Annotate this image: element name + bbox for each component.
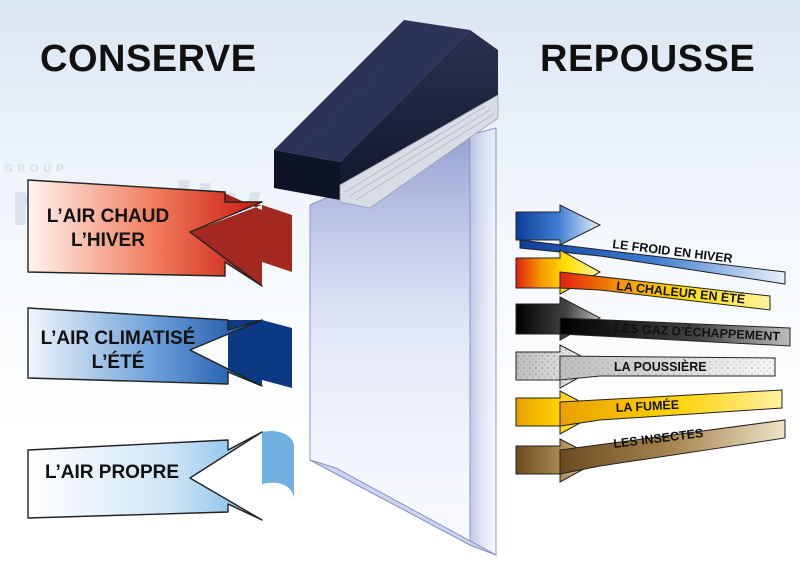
repousse-ribbon-insects: LES INSECTES <box>515 419 786 483</box>
air-curtain-unit <box>274 20 499 556</box>
unit-top <box>274 20 470 162</box>
door-threshold <box>309 459 497 556</box>
repousse-ribbon-dust: LA POUSSIÈRE <box>515 344 776 389</box>
unit-body <box>340 30 498 205</box>
conserve-cool-line2: L’ÉTÉ <box>92 351 145 373</box>
conserve-warm-line2: L’HIVER <box>71 230 145 251</box>
repousse-dust-label: LA POUSSIÈRE <box>614 359 707 374</box>
repousse-ribbon-exhaust: LES GAZ D’ÉCHAPPEMENT <box>515 296 791 347</box>
conserve-cool-line1: L’AIR CLIMATISÉ <box>41 327 196 349</box>
unit-grille <box>339 94 499 209</box>
conserve-heading: CONSERVE <box>40 38 257 80</box>
conserve-clean-line1: L’AIR PROPRE <box>45 462 179 483</box>
conserve-arrow-warm: L’AIR CHAUD L’HIVER <box>27 179 292 287</box>
unit-perforation <box>299 69 381 151</box>
grille-lines <box>344 105 495 201</box>
door-frame-side <box>469 127 497 556</box>
conserve-arrow-clean: L’AIR PROPRE <box>27 430 295 521</box>
unit-front <box>274 150 340 200</box>
conserve-warm-line1: L’AIR CHAUD <box>47 206 169 227</box>
repousse-heat-label: LA CHALEUR EN ÉTÉ <box>616 278 746 306</box>
conserve-arrow-cool: L’AIR CLIMATISÉ L’ÉTÉ <box>27 307 292 388</box>
repousse-smoke-label: LA FUMÉE <box>615 397 679 415</box>
repousse-ribbon-smoke: LA FUMÉE <box>515 389 783 435</box>
watermark-group-text: GROUP <box>4 162 68 175</box>
repousse-heading: REPOUSSE <box>540 38 756 80</box>
